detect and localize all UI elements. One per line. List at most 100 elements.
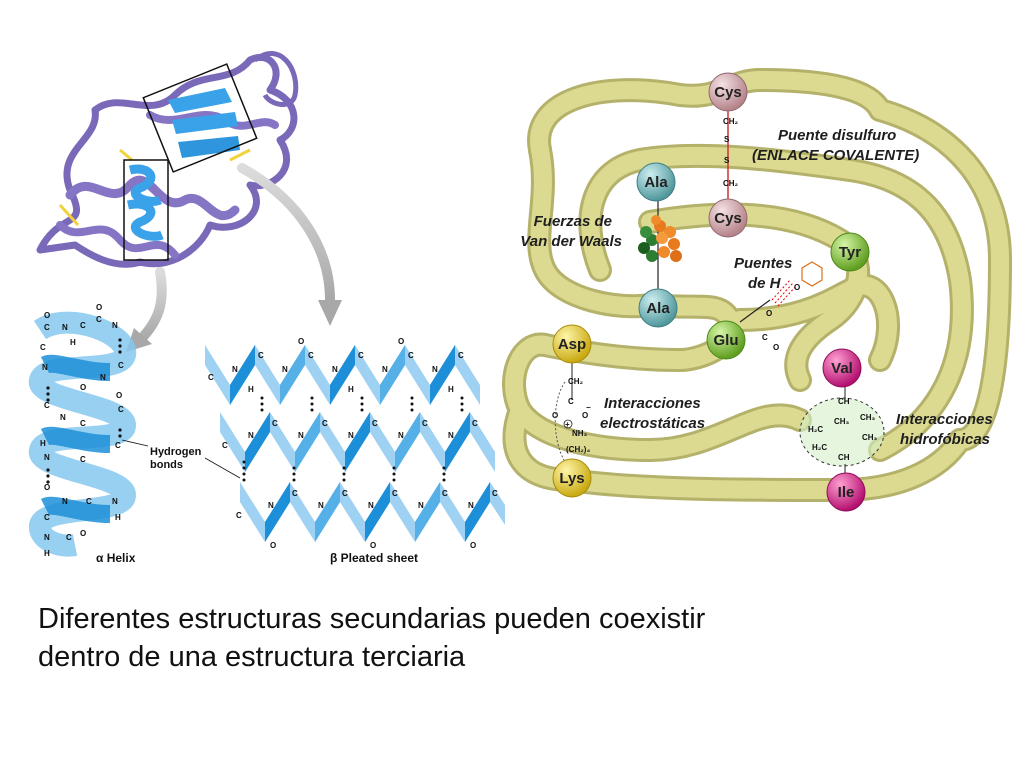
beta-sheet-label: β Pleated sheet: [330, 551, 418, 565]
svg-text:O: O: [766, 309, 772, 318]
svg-text:O: O: [96, 303, 102, 312]
svg-text:C: C: [115, 441, 121, 450]
svg-text:N: N: [382, 365, 388, 374]
svg-text:Lys: Lys: [559, 470, 584, 487]
svg-text:C: C: [308, 351, 314, 360]
beta-strand-3: [240, 482, 505, 542]
svg-text:H: H: [248, 385, 254, 394]
svg-text:H: H: [40, 439, 46, 448]
svg-text:O: O: [44, 483, 50, 492]
residue-asp: Asp: [552, 324, 592, 364]
svg-text:O: O: [552, 411, 558, 420]
disulfide-bridge: CH₂ S S CH₂: [723, 110, 739, 200]
protein-structure-figure: O C N C O C N C H N C N O C O N C C H N …: [29, 51, 1012, 565]
svg-text:−: −: [586, 403, 591, 412]
svg-text:C: C: [66, 533, 72, 542]
svg-text:N: N: [62, 323, 68, 332]
svg-text:C: C: [222, 441, 228, 450]
svg-text:C: C: [422, 419, 428, 428]
residue-glu: Glu: [706, 320, 746, 360]
svg-text:Ala: Ala: [646, 300, 670, 317]
svg-text:C: C: [80, 321, 86, 330]
svg-text:CH₂: CH₂: [723, 117, 739, 126]
svg-text:H: H: [115, 513, 121, 522]
svg-text:N: N: [232, 365, 238, 374]
disulfide-label-line2: (ENLACE COVALENTE): [752, 147, 919, 164]
svg-text:O: O: [773, 343, 779, 352]
svg-text:CH₃: CH₃: [860, 413, 876, 422]
helix-atoms: O C N C O C N C H N C N O C O N C C H N …: [40, 303, 124, 558]
electrostatic-label-line1: Interacciones: [604, 395, 701, 412]
svg-text:C: C: [762, 333, 768, 342]
svg-text:H: H: [348, 385, 354, 394]
svg-text:C: C: [458, 351, 464, 360]
svg-text:H: H: [44, 549, 50, 558]
svg-text:N: N: [418, 501, 424, 510]
electrostatic-group: CH₂ C O O − + NH₃ (CH₂)₄: [552, 360, 591, 463]
svg-text:C: C: [44, 323, 50, 332]
svg-text:O: O: [116, 391, 122, 400]
svg-text:N: N: [448, 431, 454, 440]
hbond-label-line2: de H: [748, 275, 782, 292]
svg-text:+: +: [565, 420, 570, 429]
svg-text:N: N: [468, 501, 474, 510]
svg-text:C: C: [40, 343, 46, 352]
svg-text:C: C: [408, 351, 414, 360]
hydrogen-bonds-label-line2: bonds: [150, 459, 183, 471]
svg-text:H₂C: H₂C: [808, 425, 823, 434]
svg-text:Ile: Ile: [838, 484, 855, 501]
svg-text:N: N: [318, 501, 324, 510]
svg-text:N: N: [348, 431, 354, 440]
svg-text:N: N: [44, 453, 50, 462]
svg-text:C: C: [442, 489, 448, 498]
svg-text:O: O: [470, 541, 476, 550]
hbond-label-line1: Puentes: [734, 255, 792, 272]
svg-text:N: N: [42, 363, 48, 372]
helix-hydrogen-bond-dots: [46, 338, 122, 484]
svg-text:N: N: [60, 413, 66, 422]
beta-strand-2: [220, 412, 495, 472]
residue-tyr: Tyr: [830, 232, 870, 272]
svg-text:C: C: [342, 489, 348, 498]
svg-text:Ala: Ala: [644, 174, 668, 191]
svg-text:N: N: [268, 501, 274, 510]
svg-text:C: C: [372, 419, 378, 428]
tertiary-structure-diagram: CH₂ S S CH₂ O C O O: [502, 68, 1012, 512]
svg-text:H₂C: H₂C: [812, 443, 827, 452]
svg-text:C: C: [118, 405, 124, 414]
alpha-helix-label: α Helix: [96, 551, 136, 565]
svg-text:C: C: [118, 361, 124, 370]
svg-text:N: N: [282, 365, 288, 374]
svg-text:Glu: Glu: [714, 332, 739, 349]
svg-text:Tyr: Tyr: [839, 244, 861, 261]
alpha-helix-diagram: O C N C O C N C H N C N O C O N C C H N …: [29, 303, 202, 565]
svg-text:O: O: [794, 283, 800, 292]
slide-caption: Diferentes estructuras secundarias puede…: [38, 600, 998, 676]
svg-text:Cys: Cys: [714, 210, 742, 227]
svg-text:H: H: [70, 338, 76, 347]
svg-text:C: C: [44, 401, 50, 410]
svg-text:O: O: [270, 541, 276, 550]
svg-text:C: C: [392, 489, 398, 498]
svg-text:CH₂: CH₂: [723, 179, 739, 188]
svg-text:O: O: [370, 541, 376, 550]
svg-text:N: N: [298, 431, 304, 440]
svg-text:C: C: [96, 315, 102, 324]
van-der-waals-cluster: [638, 200, 682, 290]
svg-text:Asp: Asp: [558, 336, 586, 353]
svg-text:C: C: [80, 455, 86, 464]
svg-text:N: N: [332, 365, 338, 374]
svg-text:N: N: [44, 533, 50, 542]
sheet-hydrogen-bond-dots: [242, 396, 464, 482]
hydrophobic-pocket: [799, 397, 885, 467]
residue-lys: Lys: [552, 458, 592, 498]
svg-text:C: C: [80, 419, 86, 428]
svg-text:C: C: [86, 497, 92, 506]
svg-text:(CH₂)₄: (CH₂)₄: [566, 445, 590, 454]
svg-text:N: N: [248, 431, 254, 440]
svg-text:Val: Val: [831, 360, 853, 377]
residue-ile: Ile: [826, 472, 866, 512]
hydrophobic-label-line1: Interacciones: [896, 411, 993, 428]
svg-text:C: C: [208, 373, 214, 382]
arrow-to-sheet: [237, 163, 342, 326]
